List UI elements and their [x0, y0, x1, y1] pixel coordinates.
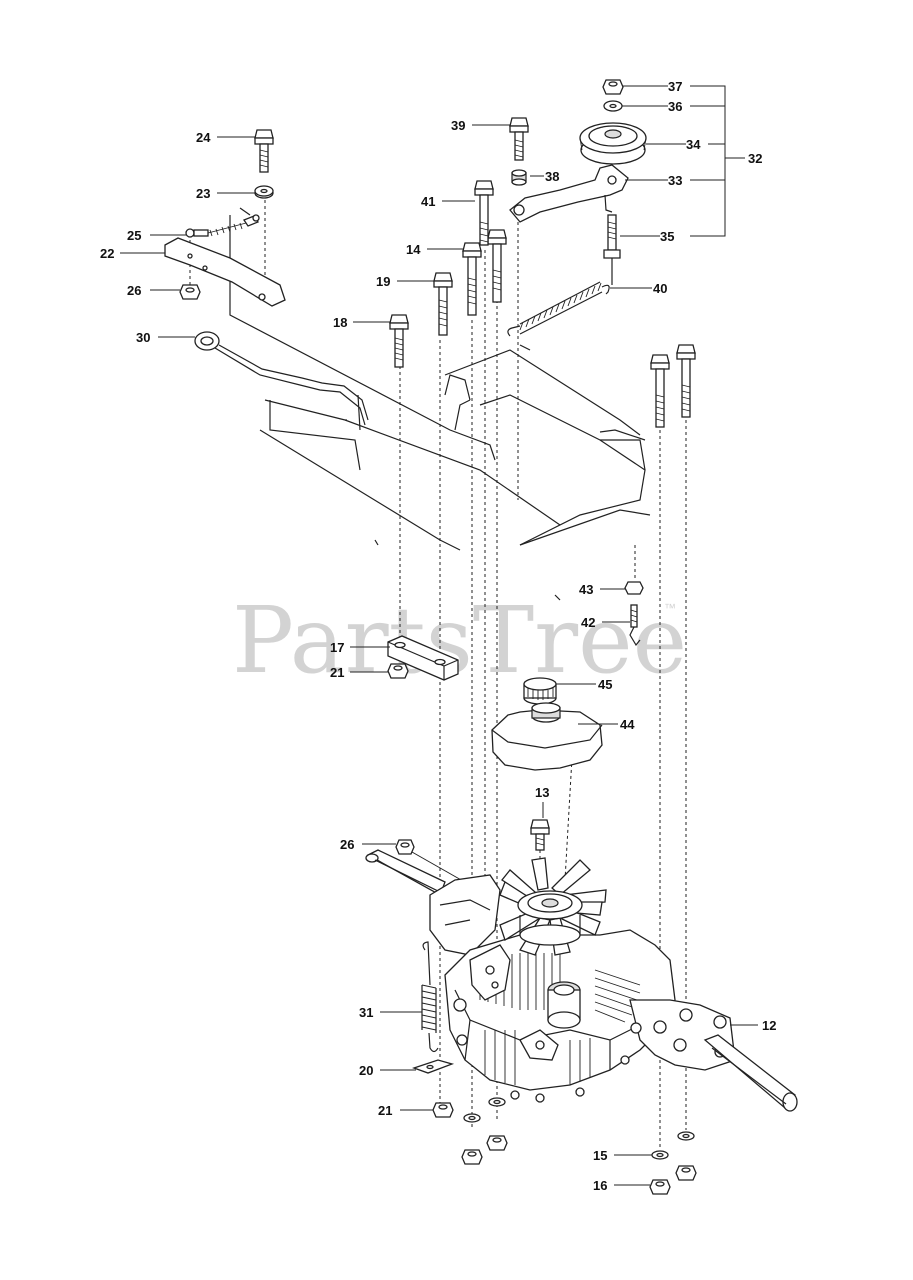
spacer-38 [511, 169, 527, 186]
callout-12: 12 [762, 1018, 776, 1033]
frame-outline [229, 207, 651, 601]
callout-41: 41 [421, 194, 435, 209]
reservoir-44 [491, 702, 603, 771]
transaxle-12 [365, 849, 798, 1112]
bolt-41 [474, 180, 494, 246]
callout-30: 30 [136, 330, 150, 345]
bolt-35 [603, 214, 621, 285]
callout-38: 38 [545, 169, 559, 184]
clip-42 [629, 604, 641, 647]
callout-39: 39 [451, 118, 465, 133]
washers-lower-left [463, 1097, 506, 1123]
bolt-19 [433, 272, 453, 336]
callout-32: 32 [748, 151, 762, 166]
callout-17: 17 [330, 640, 344, 655]
callout-35: 35 [660, 229, 674, 244]
callout-21-top: 21 [330, 665, 344, 680]
callout-24: 24 [196, 130, 211, 145]
callout-21-lower: 21 [378, 1103, 392, 1118]
callout-45: 45 [598, 677, 612, 692]
watermark-text: PartsTree [232, 587, 687, 694]
callout-34: 34 [686, 137, 701, 152]
plate-20 [412, 1059, 455, 1074]
callout-33: 33 [668, 173, 682, 188]
callout-25: 25 [127, 228, 141, 243]
callout-43: 43 [579, 582, 593, 597]
idler-arm-33 [509, 164, 629, 223]
lever-22 [164, 237, 286, 307]
watermark-trademark: ™ [664, 601, 676, 615]
bolt-long-right-1 [650, 354, 670, 428]
bolt-39 [509, 117, 529, 161]
bolt-18 [389, 314, 409, 368]
callout-44: 44 [620, 717, 635, 732]
callout-37: 37 [668, 79, 682, 94]
nut-21-top [387, 663, 409, 679]
callout-16: 16 [593, 1178, 607, 1193]
bolt-13 [530, 819, 550, 851]
callout-13: 13 [535, 785, 549, 800]
leader-lines [120, 85, 758, 1186]
washers-lower-right [651, 1131, 695, 1160]
callout-40: 40 [653, 281, 667, 296]
bracket-17 [387, 635, 459, 681]
nut-21-lower [432, 1102, 454, 1118]
assembly-lines [189, 200, 687, 1150]
nut-26-top [179, 284, 201, 300]
washer-36 [603, 100, 623, 112]
callout-26-lower: 26 [340, 837, 354, 852]
callout-labels: 24 23 25 22 26 30 18 19 14 41 39 38 37 3… [100, 79, 776, 1193]
bolt-14 [462, 229, 507, 316]
nut-37 [602, 79, 624, 95]
pulley-34 [579, 122, 647, 165]
nut-26-lower [395, 839, 471, 886]
callout-23: 23 [196, 186, 210, 201]
watermark: PartsTree ™ [232, 587, 687, 694]
rod-end-25 [185, 214, 260, 238]
callout-19: 19 [376, 274, 390, 289]
nuts-lower-right [649, 1165, 697, 1195]
callout-15: 15 [593, 1148, 607, 1163]
callout-20: 20 [359, 1063, 373, 1078]
nuts-lower-left [461, 1135, 508, 1165]
spring-31 [421, 941, 439, 1053]
callout-31: 31 [359, 1005, 373, 1020]
callout-42: 42 [581, 615, 595, 630]
callout-36: 36 [668, 99, 682, 114]
cooling-fan [499, 857, 607, 956]
bolt-24 [254, 129, 274, 173]
rod-30 [194, 331, 369, 426]
callout-26-top: 26 [127, 283, 141, 298]
washer-23 [254, 185, 274, 199]
callout-22: 22 [100, 246, 114, 261]
bolt-long-right-2 [676, 344, 696, 418]
callout-14: 14 [406, 242, 421, 257]
callout-18: 18 [333, 315, 347, 330]
nut-43 [624, 581, 644, 595]
spring-40 [507, 281, 610, 337]
cap-45 [523, 677, 557, 705]
